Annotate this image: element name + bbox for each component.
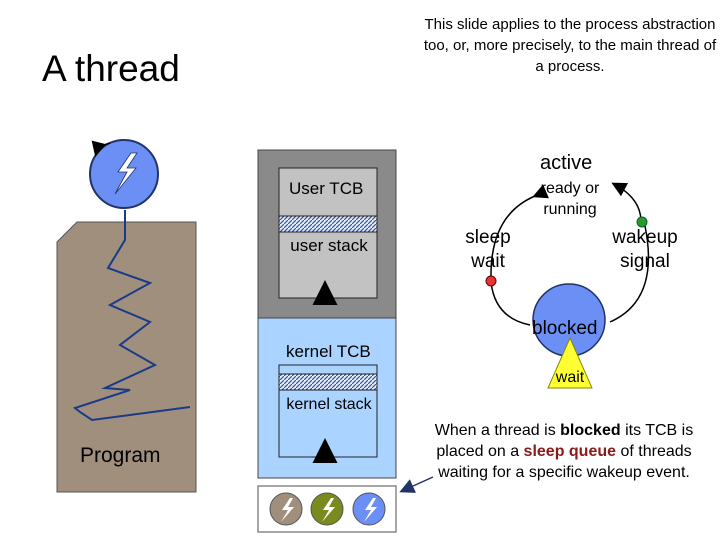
kernel-stack-label: kernel stack — [286, 396, 372, 413]
cycle-right-lower — [609, 225, 650, 323]
desc-part2: its TCB is placed on a — [436, 422, 694, 460]
user-tcb-hatch — [278, 215, 378, 233]
cycle-left-arc — [490, 184, 549, 279]
lightning-bolt-icon — [114, 152, 138, 195]
wakeup-dot — [636, 216, 648, 228]
desc-part3: of threads waiting for a specific wakeup… — [438, 443, 692, 481]
program-page — [56, 221, 197, 493]
wait-triangle — [547, 336, 593, 389]
thread-circle — [89, 139, 159, 209]
kernel-tcb-label: kernel TCB — [286, 342, 371, 361]
slide-note: This slide applies to the process abstra… — [423, 16, 717, 75]
desc-part1: When a thread is — [434, 422, 561, 439]
desc-blocked: blocked — [560, 422, 621, 439]
sleep-wait-label: sleep wait — [465, 227, 511, 272]
wakeup-signal-label: wakeup signal — [612, 227, 678, 272]
thread-trace — [72, 210, 191, 422]
blocked-state-label: blocked — [532, 318, 598, 339]
wait-label: wait — [555, 369, 585, 386]
desc-sleep-queue: sleep queue — [523, 443, 617, 460]
cycle-left-lower — [490, 281, 531, 326]
ready-running-label: ready or running — [540, 180, 600, 218]
pointer-arrow — [399, 476, 434, 493]
blocked-description: When a thread is blocked its TCB is plac… — [428, 420, 700, 483]
program-label: Program — [80, 444, 161, 467]
active-state-label: active — [540, 152, 593, 174]
sleep-dot — [485, 275, 497, 287]
thread-orbit-arrow — [91, 140, 111, 157]
slide-title: A thread — [42, 48, 180, 89]
user-stack-label: user stack — [290, 236, 368, 255]
kernel-tcb-hatch — [278, 373, 378, 391]
user-tcb-label: User TCB — [289, 179, 364, 198]
cycle-right-upper — [611, 182, 642, 221]
